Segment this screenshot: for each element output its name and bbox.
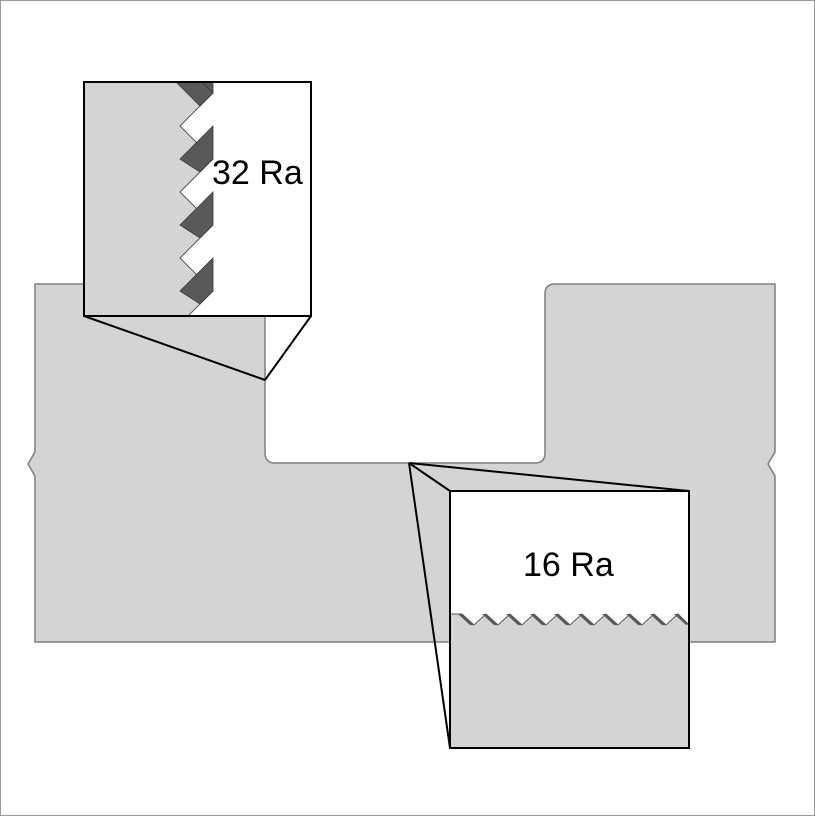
- lower-callout-box: 16 Ra: [449, 490, 690, 749]
- roughness-label-16: 16 Ra: [523, 546, 614, 584]
- profile-peak-shading-32: [175, 82, 214, 305]
- lower-callout-leader: [408, 462, 690, 749]
- roughness-label-32: 32 Ra: [212, 154, 303, 192]
- rough-profile-16: [450, 613, 689, 748]
- upper-callout-box: 32 Ra: [83, 81, 312, 317]
- profile-peak-shading-16: [458, 614, 689, 625]
- upper-callout-leader: [83, 315, 312, 381]
